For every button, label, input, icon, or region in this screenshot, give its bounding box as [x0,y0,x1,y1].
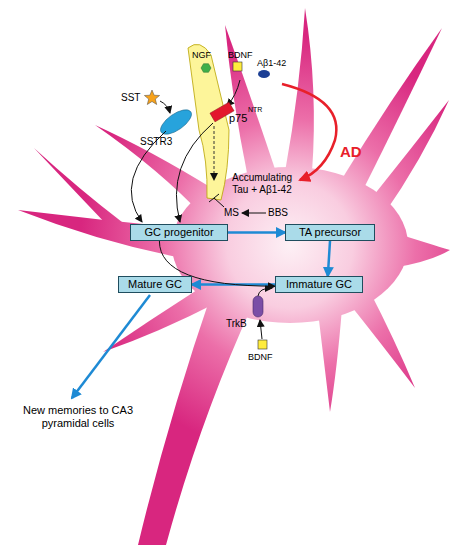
annotation-label: SSTR3 [140,136,172,148]
yellow-process [188,44,229,200]
bdnf-square [258,340,267,349]
annotation-label: TrkB [226,318,247,330]
annotation-label: Accumulating Tau + Aβ1-42 [226,172,298,195]
annotation-label: BDNF [228,50,253,60]
sst-star [144,90,159,105]
dendrite [340,28,442,192]
p75-arrow [176,123,213,222]
output-arrow [72,295,150,398]
annotation-label: New memories to CA3 pyramidal cells [14,404,142,429]
annotation-label: SST [121,92,140,104]
trkb-receptor [253,296,263,317]
dendrite [34,148,122,226]
dendrite [225,25,278,178]
box-label: Mature GC [121,277,189,292]
process-box: Mature GC [118,276,192,293]
abeta-oval [258,70,270,78]
annotation-label: NGF [192,50,211,60]
annotation-label: Aβ1-42 [257,58,286,68]
box-label: GC progenitor [133,225,225,240]
inhibition-line [209,194,224,207]
annotation-label: AD [340,143,362,160]
axon [138,292,252,545]
bdnf-square [233,62,242,71]
process-box: TA precursor [285,224,375,241]
trkb-arrow [258,288,272,296]
box-label: Immature GC [278,277,360,292]
annotation-label: p75 [229,112,247,125]
box-label: TA precursor [288,225,372,240]
ad-arrow [282,84,336,180]
signal-dashed-line [214,126,215,180]
bdnf-arrow [260,320,262,339]
bbs-arrow [242,213,266,214]
process-box: GC progenitor [130,224,228,241]
flow-arrow [228,231,285,234]
annotation-label: BBS [268,207,288,219]
flow-arrow [328,241,330,276]
process-box: Immature GC [275,276,363,293]
annotation-label: MS [224,207,239,219]
ngf-hexagon [201,64,211,73]
sst-arrow [160,101,170,113]
annotation-label: NTR [248,106,262,114]
annotation-label: BDNF [248,352,273,362]
dendrite [318,308,342,412]
